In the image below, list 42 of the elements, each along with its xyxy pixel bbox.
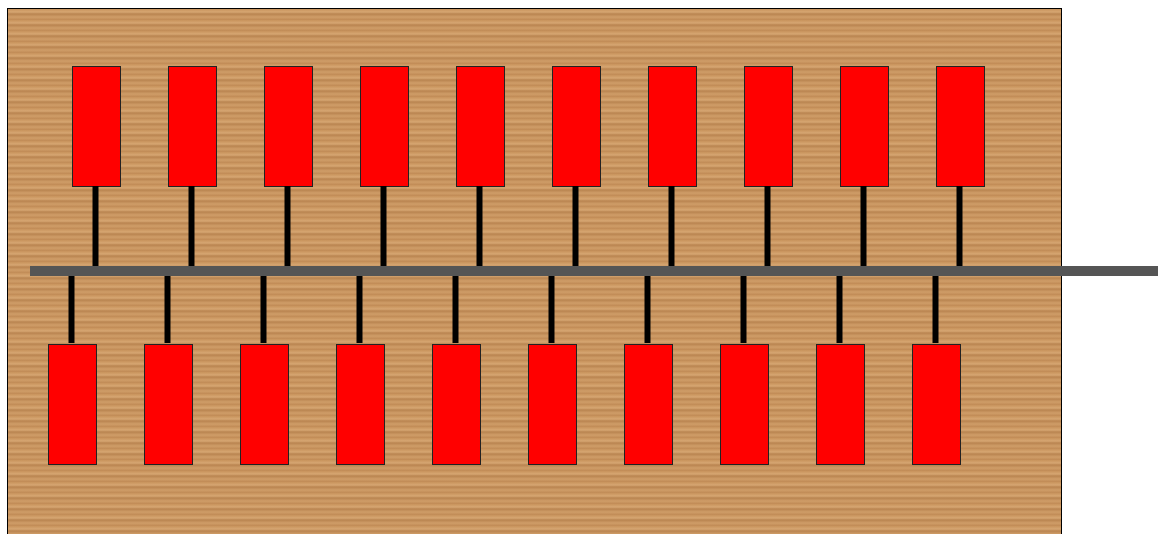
connector-line xyxy=(740,276,747,343)
rectangle-block xyxy=(336,344,385,465)
connector-line xyxy=(356,276,363,343)
rectangle-block xyxy=(456,66,505,187)
connector-line xyxy=(572,186,579,266)
connector-line xyxy=(452,276,459,343)
connector-line xyxy=(164,276,171,343)
rectangle-block xyxy=(432,344,481,465)
connector-line xyxy=(476,186,483,266)
rectangle-block xyxy=(840,66,889,187)
rectangle-block xyxy=(240,344,289,465)
connector-line xyxy=(668,186,675,266)
rectangle-block xyxy=(528,344,577,465)
connector-line xyxy=(68,276,75,343)
rectangle-block xyxy=(360,66,409,187)
connector-line xyxy=(956,186,963,266)
connector-line xyxy=(860,186,867,266)
wooden-board xyxy=(7,8,1062,534)
rectangle-block xyxy=(912,344,961,465)
rectangle-block xyxy=(744,66,793,187)
connector-line xyxy=(380,186,387,266)
rectangle-block xyxy=(48,344,97,465)
connector-line xyxy=(188,186,195,266)
connector-line xyxy=(284,186,291,266)
rectangle-block xyxy=(264,66,313,187)
rectangle-block xyxy=(936,66,985,187)
rectangle-block xyxy=(144,344,193,465)
connector-line xyxy=(92,186,99,266)
connector-line xyxy=(548,276,555,343)
rectangle-block xyxy=(816,344,865,465)
rectangle-block xyxy=(720,344,769,465)
connector-line xyxy=(836,276,843,343)
rod xyxy=(30,266,1158,276)
connector-line xyxy=(644,276,651,343)
connector-line xyxy=(260,276,267,343)
connector-line xyxy=(764,186,771,266)
rectangle-block xyxy=(552,66,601,187)
rectangle-block xyxy=(648,66,697,187)
connector-line xyxy=(932,276,939,343)
rectangle-block xyxy=(72,66,121,187)
rectangle-block xyxy=(168,66,217,187)
rectangle-block xyxy=(624,344,673,465)
